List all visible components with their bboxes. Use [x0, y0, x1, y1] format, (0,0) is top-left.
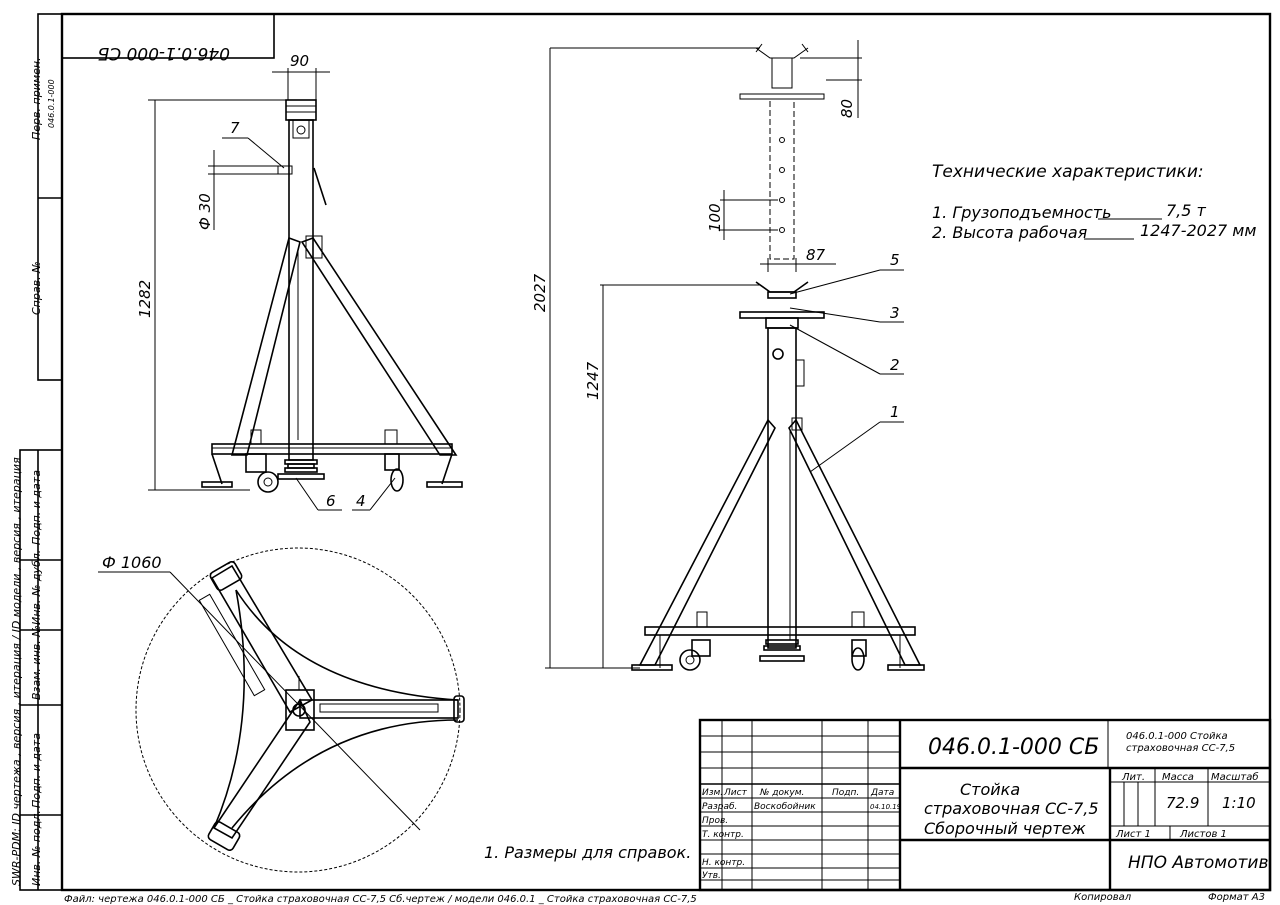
callout-5: 5 — [890, 251, 900, 269]
specs-line1-label: 1. Грузоподъемность — [932, 203, 1112, 222]
tb-hdr-podp: Подп. — [832, 788, 859, 798]
podp-data-2: Подп. и дата — [30, 733, 43, 808]
tb-code-desc-2: страховочная СС-7,5 — [1126, 743, 1235, 754]
footer-format: Формат A3 — [1208, 892, 1265, 903]
specs-title: Технические характеристики: — [932, 162, 1204, 182]
dim-1282: 1282 — [136, 280, 154, 318]
swr-line: SWR-PDM: ID чертежа , версия , итерация … — [10, 457, 23, 886]
perv-primen-value: 046.0.1-000 — [47, 79, 56, 128]
footer-kopiroval: Копировал — [1074, 892, 1132, 903]
dim-90: 90 — [290, 52, 309, 70]
front-view: 90 1282 Ф 30 7 6 4 — [136, 52, 463, 511]
mirrored-code-box: 046.0.1-000 СБ — [61, 13, 275, 63]
dim-100: 100 — [706, 203, 724, 232]
footer-file: Файл: чертежа 046.0.1-000 СБ _ Стойка ст… — [64, 893, 697, 905]
tb-hdr-ndokum: № докум. — [759, 788, 804, 798]
technical-specs: Технические характеристики: 1. Грузоподъ… — [932, 162, 1256, 242]
callout-3: 3 — [890, 304, 900, 322]
title-block: 046.0.1-000 СБ 046.0.1-000 Стойка страхо… — [698, 718, 1272, 892]
dim-87: 87 — [806, 246, 826, 264]
tb-list: Лист 1 — [1115, 829, 1151, 840]
dim-80: 80 — [838, 99, 856, 118]
specs-line1-value: 7,5 т — [1166, 201, 1207, 220]
dim-1247: 1247 — [584, 361, 602, 400]
callout-1: 1 — [890, 403, 900, 421]
tb-name-3: Сборочный чертеж — [924, 819, 1086, 838]
tb-razrab-name: Воскобойник — [754, 802, 816, 812]
tb-name-1: Стойка — [960, 780, 1020, 799]
note-text: 1. Размеры для справок. — [484, 843, 691, 862]
vzam-inv: Взам. инв. № — [30, 625, 43, 700]
mirrored-code: 046.0.1-000 СБ — [98, 43, 230, 63]
tb-code: 046.0.1-000 СБ — [928, 735, 1099, 760]
tb-massa-val: 72.9 — [1166, 794, 1199, 812]
side-view: 2027 1247 80 100 87 5 3 2 1 — [531, 40, 925, 671]
sprav-label: Справ. № — [30, 261, 43, 315]
tb-razrab-date: 04.10.19 — [870, 803, 902, 811]
podp-data-1: Подп. и дата — [30, 470, 43, 545]
callout-4: 4 — [356, 492, 366, 510]
tb-utv: Утв. — [702, 871, 721, 881]
side-margin: Перв. примен. 046.0.1-000 Справ. № Подп.… — [10, 13, 63, 891]
dim-phi1060: Ф 1060 — [102, 553, 162, 572]
perv-primen-label: Перв. примен. — [30, 57, 43, 140]
tb-razrab: Разраб. — [702, 802, 737, 812]
specs-line2-label: 2. Высота рабочая — [932, 223, 1088, 242]
top-view: Ф 1060 — [98, 547, 465, 873]
tb-prov: Пров. — [702, 816, 728, 826]
specs-line2-value: 1247-2027 мм — [1140, 221, 1256, 240]
tb-masshtab-val: 1:10 — [1222, 794, 1256, 812]
callout-7: 7 — [230, 119, 240, 137]
tb-tkontr: Т. контр. — [702, 830, 744, 840]
dim-phi30: Ф 30 — [196, 193, 214, 230]
callout-6: 6 — [326, 492, 336, 510]
callout-2: 2 — [890, 356, 900, 374]
tb-org: НПО Автомотив — [1128, 853, 1269, 873]
tb-name-2: страховочная СС-7,5 — [924, 799, 1099, 818]
tb-hdr-list: Лист — [723, 788, 748, 798]
inv-dubl: Инв. № дубл. — [30, 550, 43, 625]
tb-listov: Листов 1 — [1179, 829, 1227, 840]
tb-massa: Масса — [1162, 772, 1194, 783]
tb-hdr-izm: Изм. — [702, 788, 723, 798]
tb-nkontr: Н. контр. — [702, 858, 745, 868]
inv-podl: Инв. № подл. — [30, 810, 43, 886]
tb-masshtab: Масштаб — [1211, 771, 1259, 783]
dim-2027: 2027 — [531, 273, 549, 312]
tb-code-desc-1: 046.0.1-000 Стойка — [1126, 731, 1228, 742]
tb-lit: Лит. — [1121, 772, 1145, 783]
tb-hdr-data: Дата — [870, 788, 894, 798]
